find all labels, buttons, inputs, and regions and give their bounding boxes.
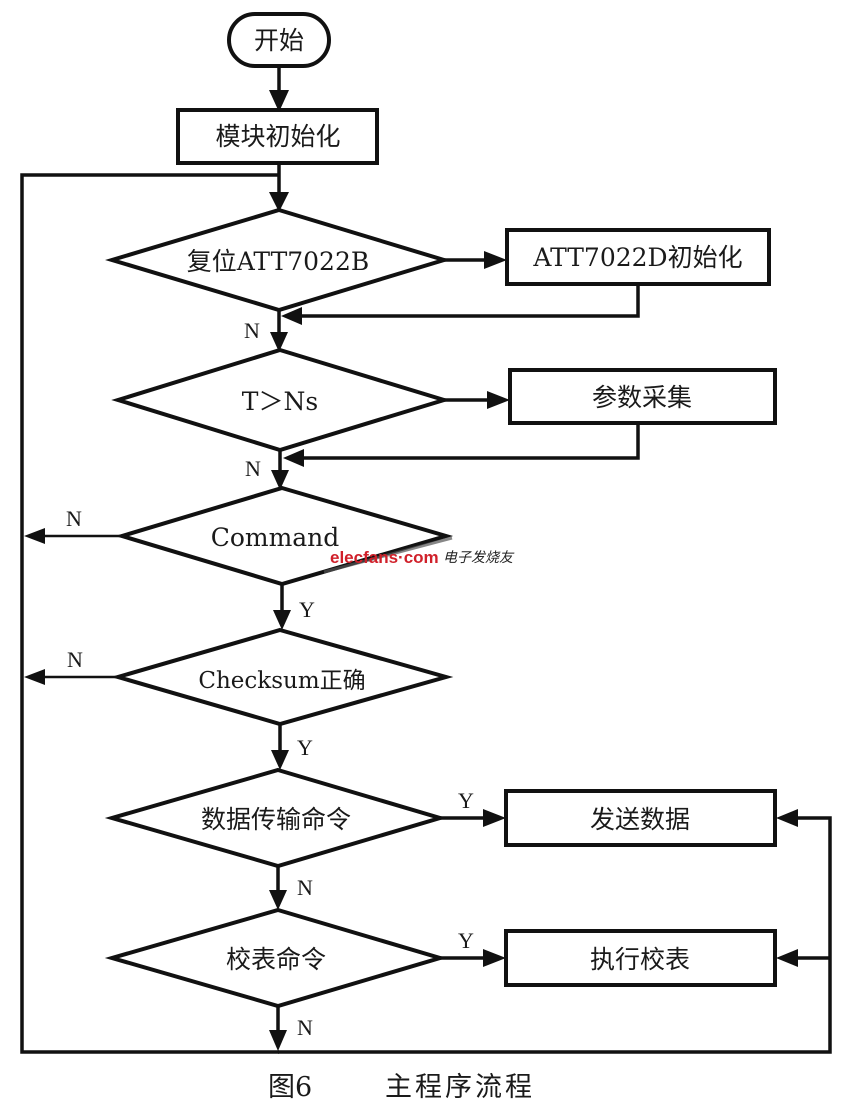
- connector-command-no: N: [24, 506, 122, 544]
- arrow-down-icon: [273, 610, 291, 630]
- main-spine: [269, 163, 289, 212]
- connector-calib-cmd-yes: Y: [440, 928, 506, 967]
- decision-checksum-label: Checksum正确: [198, 668, 365, 694]
- arrow-down-icon: [271, 750, 289, 770]
- arrow-down-icon: [269, 1030, 287, 1051]
- arrow-left-icon: [776, 809, 798, 827]
- decision-command: Command: [115, 485, 454, 587]
- caption-figure-number: 图6: [268, 1072, 312, 1103]
- decision-data-cmd: 数据传输命令: [104, 767, 448, 869]
- connector-reset-no: N: [244, 310, 288, 352]
- connector-reset-yes: [444, 251, 507, 269]
- init-label: 模块初始化: [215, 122, 340, 151]
- process-calib: 执行校表: [504, 929, 777, 987]
- watermark: elecfans·com 电子发烧友: [323, 536, 515, 574]
- no-label: N: [67, 647, 83, 672]
- arrow-left-icon: [281, 307, 302, 325]
- caption-title: 主程序流程: [385, 1072, 535, 1103]
- process-param: 参数采集: [508, 368, 777, 425]
- no-label: N: [66, 506, 82, 531]
- no-label: N: [297, 1015, 313, 1040]
- arrow-right-icon: [483, 949, 506, 967]
- decision-reset-label: 复位ATT7022B: [187, 247, 370, 276]
- process-att-init: ATT7022D初始化: [505, 228, 771, 286]
- connector-param-return: [283, 423, 640, 467]
- yes-label: Y: [297, 735, 313, 760]
- process-send-label: 发送数据: [590, 805, 690, 834]
- arrow-left-icon: [24, 669, 45, 685]
- decision-timer-label: T＞Ns: [242, 387, 318, 416]
- decision-checksum: Checksum正确: [110, 627, 454, 727]
- connector-calib-cmd-no: N: [269, 1006, 313, 1051]
- no-label: N: [244, 318, 260, 343]
- loop-back-right: [278, 809, 832, 1054]
- arrow-down-icon: [269, 90, 289, 112]
- connector-checksum-no: N: [24, 647, 118, 685]
- arrow-down-icon: [269, 890, 287, 910]
- arrow-left-icon: [776, 949, 798, 967]
- figure-caption: 图6 主程序流程: [268, 1072, 535, 1103]
- decision-command-label: Command: [211, 523, 340, 552]
- process-calib-label: 执行校表: [590, 945, 690, 974]
- connector-timer-no: N: [245, 450, 289, 490]
- decision-data-cmd-label: 数据传输命令: [201, 805, 351, 834]
- arrow-down-icon: [271, 470, 289, 490]
- start-terminal: 开始: [227, 12, 331, 68]
- arrow-down-icon: [270, 332, 288, 352]
- connector-command-yes: Y: [273, 584, 315, 630]
- no-label: N: [297, 875, 313, 900]
- decision-reset: 复位ATT7022B: [105, 207, 451, 313]
- yes-label: Y: [458, 928, 474, 953]
- process-att-init-label: ATT7022D初始化: [532, 243, 742, 272]
- init-process: 模块初始化: [176, 108, 379, 165]
- start-label: 开始: [254, 26, 304, 55]
- no-label: N: [245, 456, 261, 481]
- arrow-right-icon: [483, 809, 506, 827]
- connector-checksum-yes: Y: [271, 724, 313, 770]
- arrow-right-icon: [487, 391, 510, 409]
- arrow-down-icon: [269, 192, 289, 212]
- yes-label: Y: [458, 788, 474, 813]
- arrow-right-icon: [484, 251, 507, 269]
- yes-label: Y: [299, 597, 315, 622]
- connector-data-cmd-yes: Y: [440, 788, 506, 827]
- decision-calib-cmd-label: 校表命令: [226, 945, 326, 974]
- decision-calib-cmd: 校表命令: [104, 907, 448, 1009]
- loop-back-left: [20, 173, 279, 1054]
- watermark-site: elecfans·com: [330, 548, 439, 567]
- process-param-label: 参数采集: [592, 383, 692, 412]
- connector-start-init: [269, 66, 289, 112]
- arrow-left-icon: [283, 449, 304, 467]
- watermark-text: 电子发烧友: [443, 550, 515, 566]
- connector-att-init-return: [281, 284, 640, 325]
- decision-timer: T＞Ns: [111, 347, 451, 453]
- arrow-left-icon: [24, 528, 45, 544]
- process-send: 发送数据: [504, 789, 777, 847]
- connector-timer-yes: [444, 391, 510, 409]
- connector-data-cmd-no: N: [269, 866, 313, 910]
